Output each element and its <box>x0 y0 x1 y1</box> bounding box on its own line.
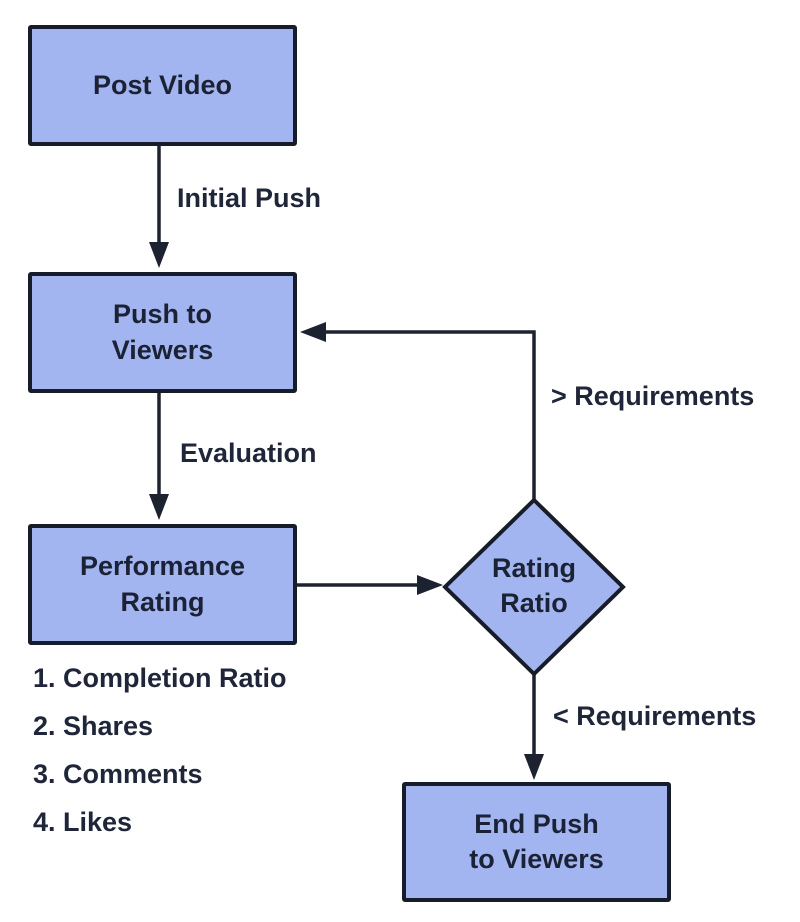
edge-diamond-to-push <box>324 330 536 500</box>
node-end-push-to-viewers: End Push to Viewers <box>402 782 671 902</box>
criteria-item-comments: 3. Comments <box>33 759 203 789</box>
node-push-to-viewers: Push to Viewers <box>28 272 297 393</box>
edge-label-less-than-requirements: < Requirements <box>553 701 757 731</box>
arrowhead-down-2 <box>149 494 169 520</box>
node-rating-ratio-shape <box>442 497 626 677</box>
criteria-list: 1. Completion Ratio 2. Shares 3. Comment… <box>33 663 287 855</box>
arrowhead-right <box>417 575 443 595</box>
node-performance-rating: Performance Rating <box>28 524 297 645</box>
node-rating-ratio-label: Rating Ratio <box>492 553 576 619</box>
criteria-item-completion-ratio: 1. Completion Ratio <box>33 663 287 693</box>
node-post-video: Post Video <box>28 25 297 146</box>
edge-label-initial-push: Initial Push <box>177 183 322 213</box>
criteria-item-shares: 2. Shares <box>33 711 154 741</box>
arrowhead-down-1 <box>149 242 169 268</box>
criteria-item-likes: 4. Likes <box>33 807 133 837</box>
arrowhead-left <box>300 322 326 342</box>
edge-label-greater-than-requirements: > Requirements <box>551 381 755 411</box>
arrowhead-down-3 <box>524 754 544 780</box>
edge-label-evaluation: Evaluation <box>180 438 317 468</box>
